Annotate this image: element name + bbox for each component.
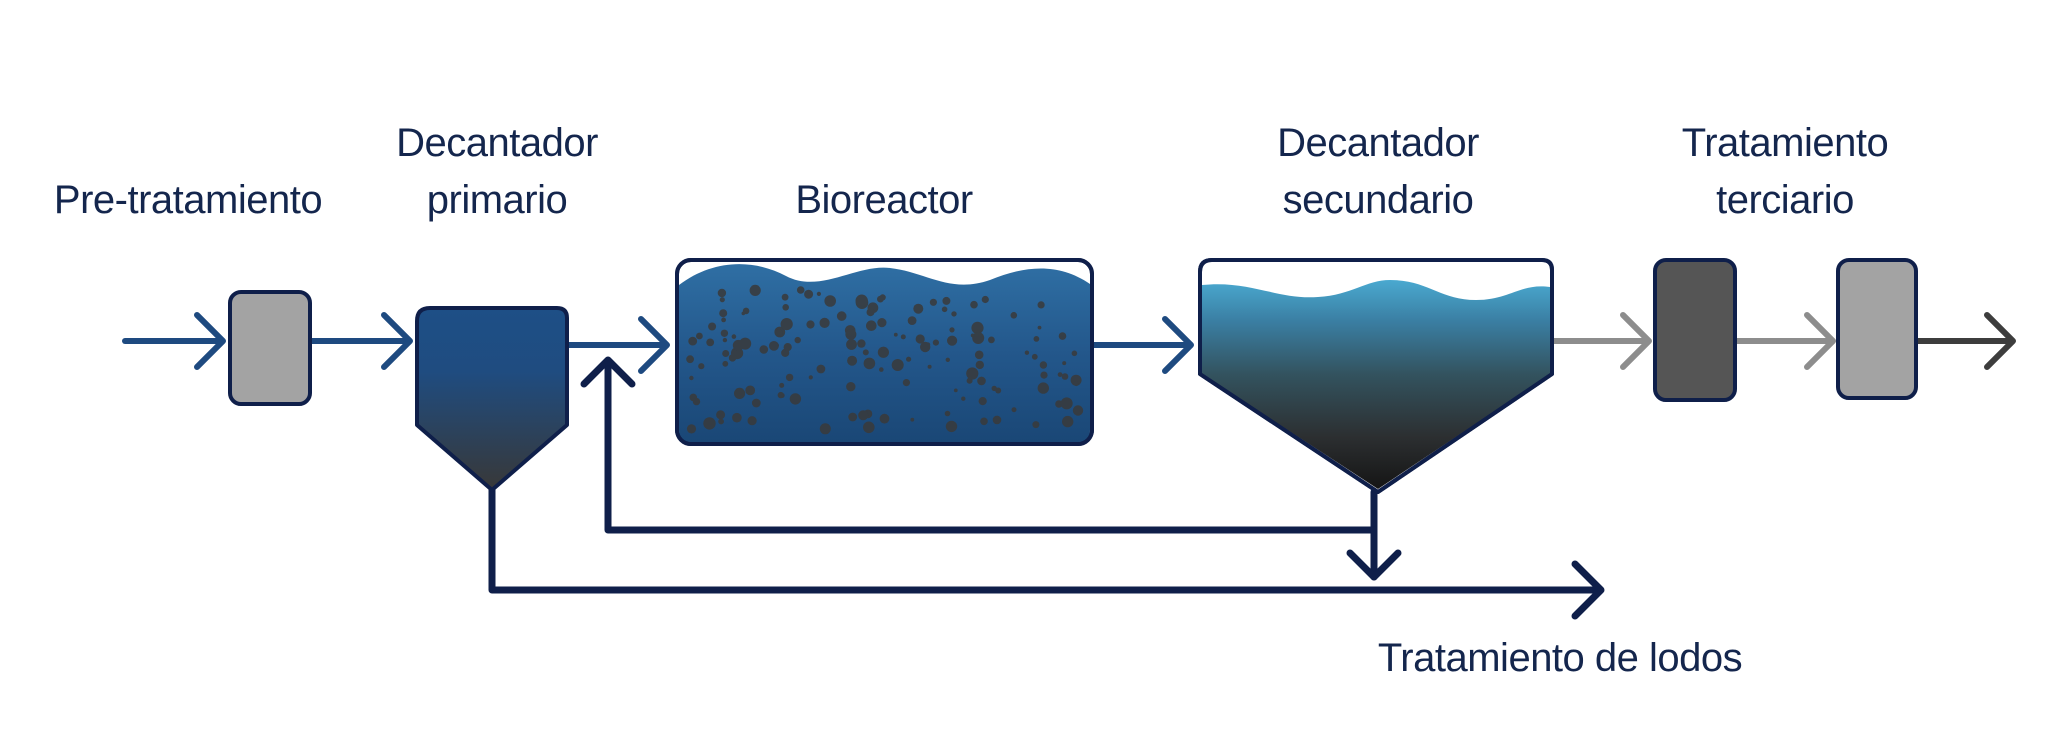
tertiary-unit-1 <box>1653 258 1737 402</box>
return-sludge-line <box>580 356 1378 534</box>
label-tertiary-line1: Tratamiento <box>1682 121 1888 165</box>
secondary-clarifier-tank <box>1198 258 1554 494</box>
pretreatment-unit <box>228 290 312 406</box>
label-pretreatment: Pre-tratamiento <box>54 178 322 222</box>
label-secondary-clarifier-line1: Decantador <box>1277 121 1479 165</box>
primary-clarifier-tank <box>415 306 569 492</box>
label-tertiary-line2: terciario <box>1716 178 1854 222</box>
tertiary-internal-arrow <box>1732 312 1836 370</box>
label-sludge-treatment: Tratamiento de lodos <box>1378 636 1742 680</box>
secondary-to-tertiary-arrow <box>1549 312 1652 370</box>
tertiary-unit-2 <box>1836 258 1918 400</box>
label-primary-clarifier-line1: Decantador <box>396 121 598 165</box>
primary-to-bioreactor-arrow <box>566 316 670 374</box>
pretreatment-to-primary-arrow <box>309 312 413 370</box>
waste-sludge-arrow <box>1346 526 1402 581</box>
bioreactor-sludge-particles <box>686 284 1084 435</box>
label-secondary-clarifier-line2: secundario <box>1283 178 1474 222</box>
inflow-arrow <box>122 312 226 370</box>
outflow-arrow <box>1913 312 2016 370</box>
label-primary-clarifier-line2: primario <box>427 178 567 222</box>
label-bioreactor: Bioreactor <box>795 178 972 222</box>
bioreactor-tank <box>675 258 1094 446</box>
primary-sludge-line <box>488 484 1605 620</box>
bioreactor-to-secondary-arrow <box>1091 316 1194 374</box>
